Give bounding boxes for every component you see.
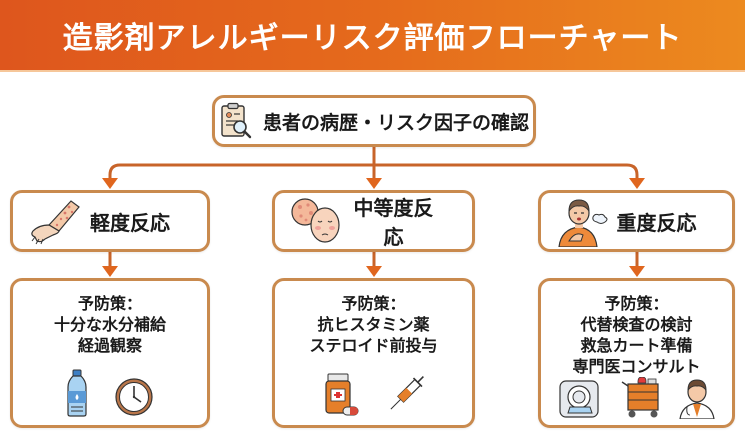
start-node-patient-history: 患者の病歴・リスク因子の確認 <box>212 95 536 147</box>
water-bottle-icon <box>67 369 87 417</box>
prevention-item: 経過観察 <box>77 336 142 355</box>
clipboard-search-icon <box>221 102 252 139</box>
crash-cart-icon <box>621 377 659 418</box>
severe-reaction-node: 重度反応 <box>538 190 735 252</box>
mild-prevention-node: 予防策： 十分な水分補給 経過観察 <box>10 278 210 428</box>
mild-reaction-node: 軽度反応 <box>10 190 210 252</box>
severe-reaction-label: 重度反応 <box>616 210 697 235</box>
moderate-reaction-label: 中等度反応 <box>353 196 434 249</box>
moderate-reaction-node: 中等度反応 <box>272 190 475 252</box>
syringe-icon <box>390 376 424 410</box>
clock-icon <box>115 378 153 416</box>
prevention-title: 予防策： <box>77 294 142 313</box>
doctor-icon <box>678 379 715 419</box>
prevention-item: 抗ヒスタミン薬 <box>317 315 430 334</box>
hives-face-icon <box>291 198 340 243</box>
moderate-prevention-node: 予防策： 抗ヒスタミン薬 ステロイド前投与 <box>272 278 475 428</box>
prevention-item: 救急カート準備 <box>580 336 693 355</box>
title-banner: 造影剤アレルギーリスク評価フローチャート <box>0 0 745 72</box>
prevention-item: 専門医コンサルト <box>572 357 701 376</box>
prevention-item: ステロイド前投与 <box>309 336 438 355</box>
prevention-item: 十分な水分補給 <box>53 315 166 334</box>
prevention-title: 予防策： <box>604 294 669 313</box>
prevention-title: 予防策： <box>341 294 406 313</box>
page-title: 造影剤アレルギーリスク評価フローチャート <box>62 21 683 56</box>
breathing-difficulty-person-icon <box>558 199 608 247</box>
mild-reaction-label: 軽度反応 <box>90 210 170 235</box>
prevention-item: 代替検査の検討 <box>580 315 693 334</box>
rash-arm-icon <box>31 200 80 245</box>
start-node-label: 患者の病歴・リスク因子の確認 <box>262 111 529 134</box>
medicine-bottle-icon <box>324 373 358 416</box>
ct-scanner-icon <box>558 380 599 418</box>
severe-prevention-node: 予防策： 代替検査の検討 救急カート準備 専門医コンサルト <box>538 278 735 428</box>
